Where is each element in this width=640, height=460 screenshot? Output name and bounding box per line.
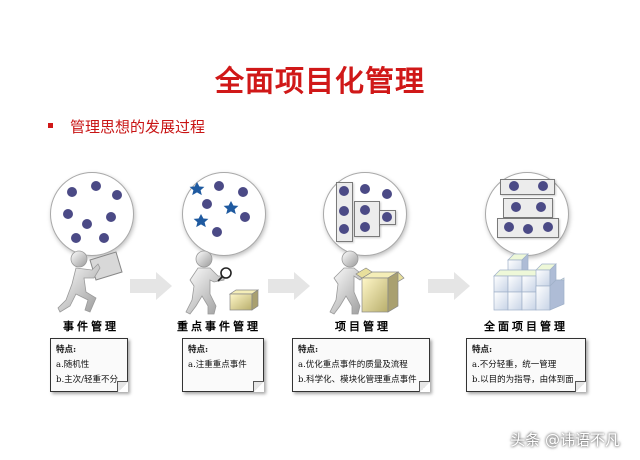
dot — [238, 187, 248, 197]
page-fold-icon — [419, 381, 430, 392]
dot — [382, 189, 392, 199]
dot — [67, 187, 77, 197]
stage-4-note: 特点: a.不分轻重，统一管理 b.以目的为指导，由体到面 — [466, 338, 586, 392]
stage-2-note: 特点: a.注重重点事件 — [182, 338, 264, 392]
person-icon — [57, 250, 123, 313]
dot — [106, 212, 116, 222]
person-with-magnifier-icon — [185, 250, 260, 315]
page-title: 全面项目化管理 — [214, 64, 425, 98]
bullet-square-icon — [48, 123, 53, 128]
note-line: a.不分轻重，统一管理 — [472, 360, 557, 370]
stage-1-note: 特点: a.随机性 b.主次/轻重不分 — [50, 338, 128, 392]
dot — [214, 181, 224, 191]
dot — [99, 233, 109, 243]
dot — [360, 184, 370, 194]
stage-4-circle — [485, 172, 569, 256]
note-line: a.随机性 — [56, 360, 90, 370]
dot — [91, 181, 101, 191]
dot — [202, 199, 212, 209]
dot — [360, 222, 370, 232]
stage-2-circle — [182, 172, 266, 256]
box-icon — [361, 277, 389, 313]
stage-4-name: 全面项目管理 — [484, 320, 568, 333]
note-line: a.优化重点事件的质量及流程 — [298, 360, 408, 370]
head-icon — [195, 250, 213, 268]
note-line: a.注重重点事件 — [188, 360, 247, 370]
star-icon — [189, 182, 205, 196]
dot — [360, 205, 370, 215]
dot — [536, 202, 546, 212]
dot — [543, 222, 553, 232]
stage-3-name: 项目管理 — [335, 320, 391, 333]
dot — [71, 233, 81, 243]
arrow-icon — [130, 272, 172, 300]
note-head: 特点: — [56, 345, 77, 355]
cubes-icon — [493, 253, 565, 311]
dot — [339, 224, 349, 234]
note-head: 特点: — [472, 345, 493, 355]
dot — [511, 202, 521, 212]
page-fold-icon — [253, 381, 264, 392]
note-line: b.主次/轻重不分 — [56, 375, 119, 385]
stage-1-circle — [50, 172, 134, 256]
stage-2-name: 重点事件管理 — [177, 320, 261, 333]
note-head: 特点: — [298, 345, 319, 355]
note-head: 特点: — [188, 345, 209, 355]
dot — [382, 212, 392, 222]
head-icon — [70, 250, 88, 268]
dot — [509, 181, 519, 191]
dot — [538, 181, 548, 191]
head-icon — [341, 250, 359, 268]
dot — [63, 209, 73, 219]
stage-1-name: 事件管理 — [63, 320, 119, 333]
dot — [504, 222, 514, 232]
dot — [82, 219, 92, 229]
stars-and-dots — [189, 181, 250, 237]
note-line: b.科学化、模块化管理重点事件 — [298, 375, 417, 385]
stage-3-circle — [323, 172, 407, 256]
stage-3-note: 特点: a.优化重点事件的质量及流程 b.科学化、模块化管理重点事件 — [292, 338, 430, 392]
dot — [523, 224, 533, 234]
star-icon — [223, 201, 239, 215]
watermark: 头条 @讳语不凡 — [510, 431, 620, 449]
arrow-icon — [268, 272, 310, 300]
dot — [212, 227, 222, 237]
dot — [112, 190, 122, 200]
dot — [339, 186, 349, 196]
dot — [339, 206, 349, 216]
section-subtitle: 管理思想的发展过程 — [70, 118, 206, 136]
person-pushing-box-icon — [329, 250, 405, 315]
dot — [240, 212, 250, 222]
page-fold-icon — [117, 381, 128, 392]
star-icon — [193, 214, 209, 228]
arrow-icon — [428, 272, 470, 300]
page-fold-icon — [575, 381, 586, 392]
note-line: b.以目的为指导，由体到面 — [472, 375, 574, 385]
magnifier-icon — [220, 267, 232, 279]
